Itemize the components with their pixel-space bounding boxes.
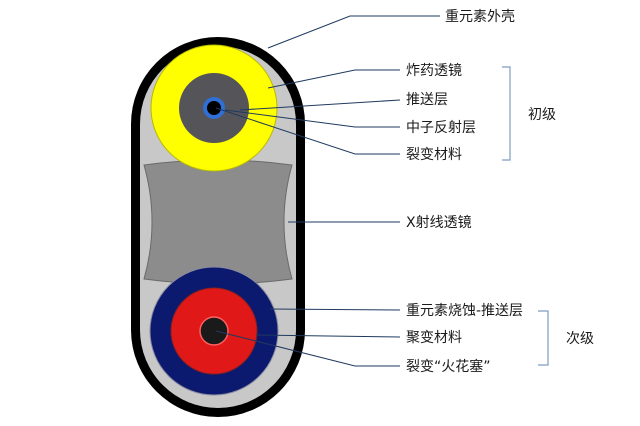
label-explosive-lens: 炸药透镜	[406, 63, 462, 79]
leader-explosive-lens	[267, 69, 400, 89]
label-neutron-reflector: 中子反射层	[406, 120, 476, 136]
leader-sparkplug	[215, 330, 400, 367]
secondary-brace	[538, 310, 549, 366]
label-ablation-pusher: 重元素烧蚀-推送层	[406, 303, 523, 319]
group-primary: 初级	[528, 106, 556, 123]
label-fission-sparkplug: 裂变“火花塞”	[406, 358, 491, 375]
label-xray-lens: X射线透镜	[406, 215, 472, 231]
leader-outer-casing	[267, 15, 440, 49]
primary-brace	[502, 66, 511, 161]
leader-ablation-pusher	[269, 308, 401, 311]
fission-material-primary	[207, 101, 221, 115]
leader-fusion-material	[255, 334, 401, 338]
label-fusion-material: 聚变材料	[406, 330, 462, 346]
label-outer-casing: 重元素外壳	[445, 8, 515, 25]
label-pusher: 推送层	[406, 92, 448, 108]
leader-neutron-reflector	[224, 109, 400, 128]
group-secondary: 次级	[566, 331, 594, 347]
leader-pusher	[239, 99, 401, 111]
fission-sparkplug	[199, 316, 229, 346]
label-fission-material-primary: 裂变材料	[406, 147, 462, 163]
xray-lens	[143, 159, 293, 285]
leader-lines	[215, 15, 440, 367]
leader-fission-material	[215, 107, 400, 155]
